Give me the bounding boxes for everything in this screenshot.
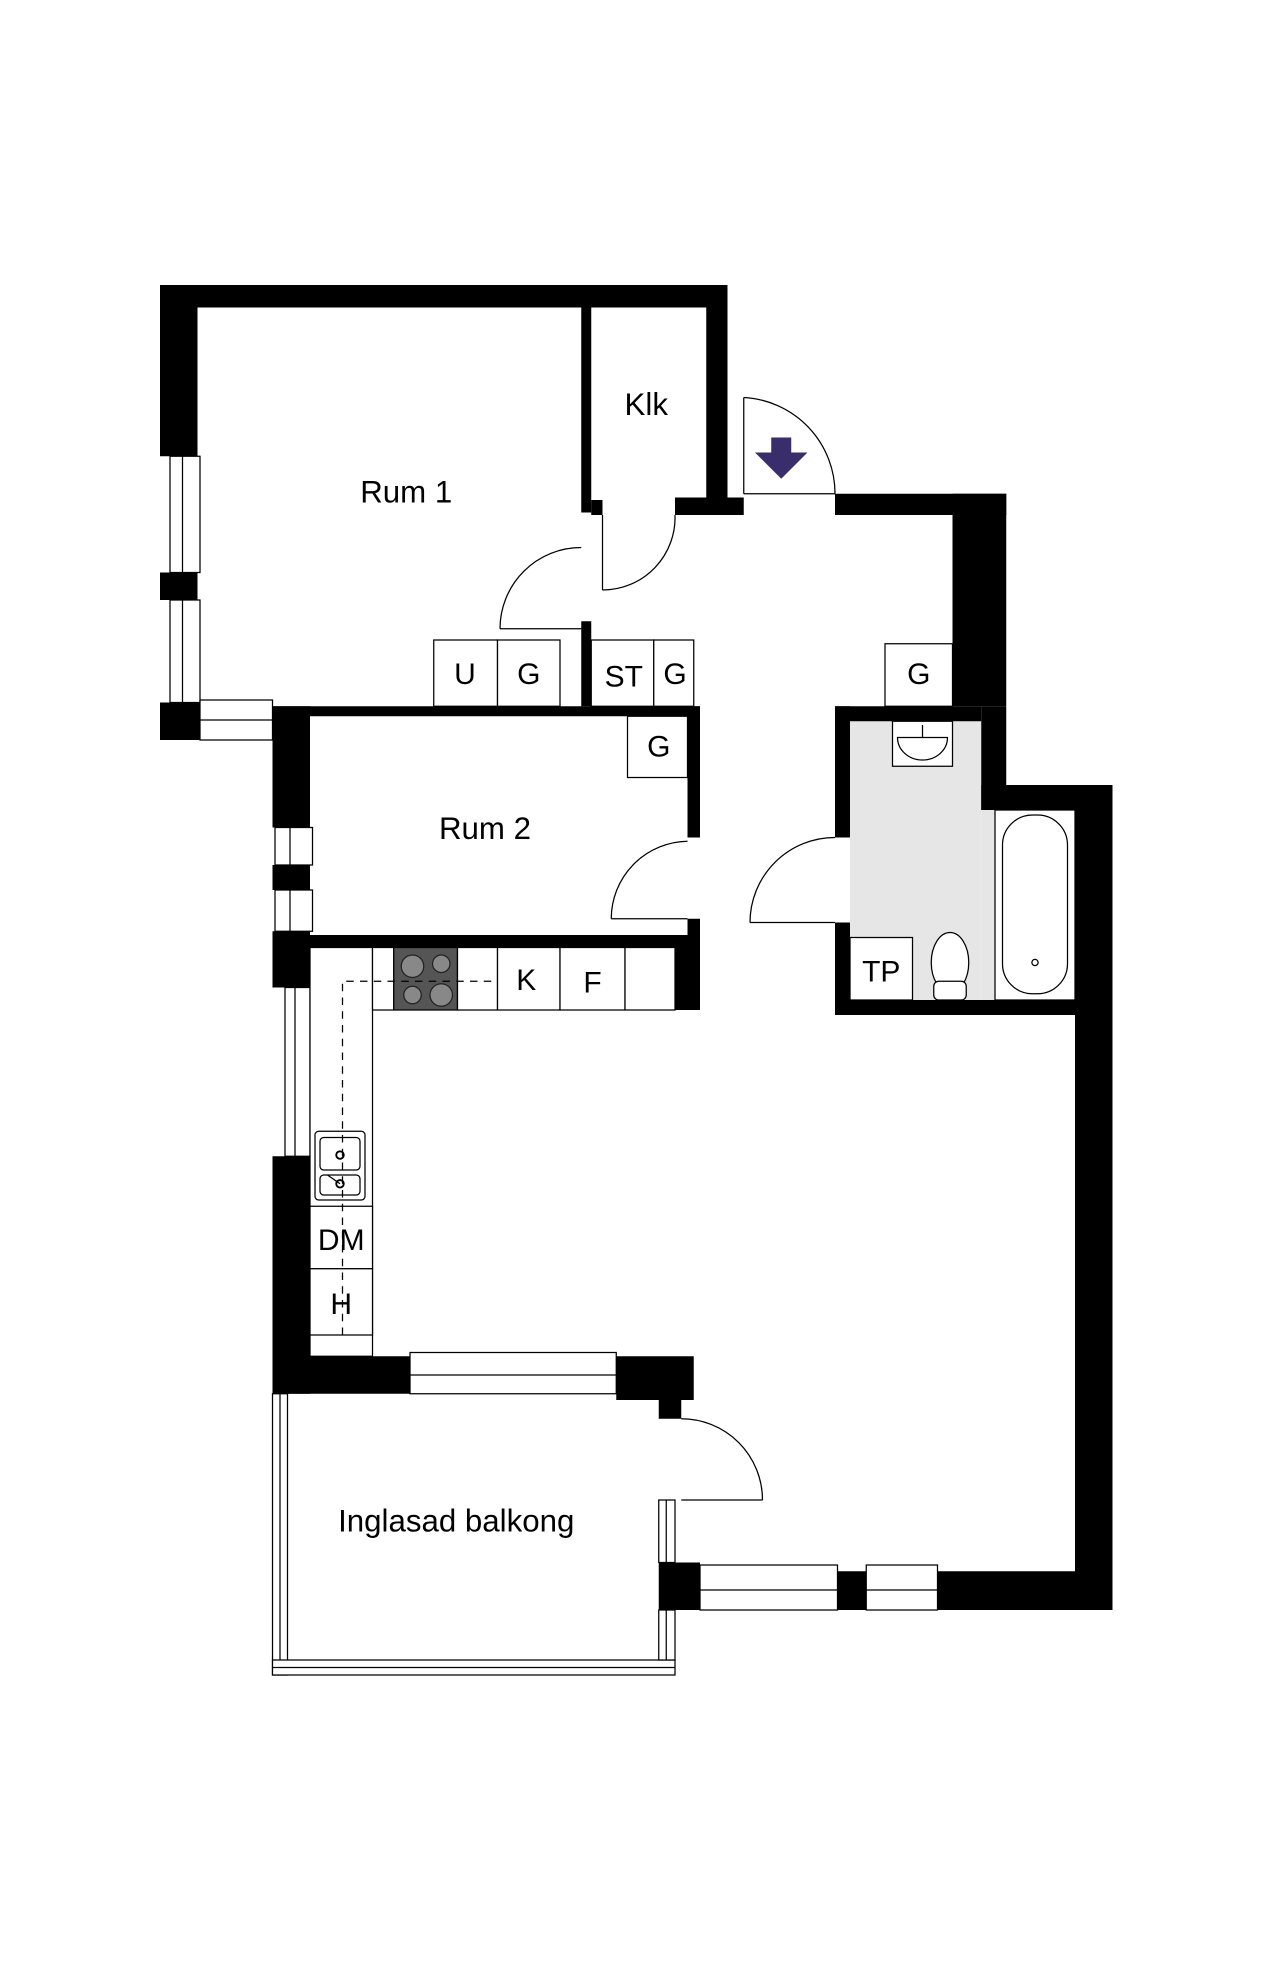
storage bbox=[433, 639, 954, 779]
bathroom-door[interactable] bbox=[749, 836, 836, 924]
windows bbox=[169, 455, 939, 1676]
fixture-label-g-rum2: G bbox=[647, 730, 670, 763]
fixture-label-g: G bbox=[517, 658, 540, 691]
kitchen bbox=[309, 946, 676, 1357]
rum1-door[interactable] bbox=[499, 546, 582, 630]
klk-door[interactable] bbox=[601, 514, 676, 591]
fixture-label-g: G bbox=[663, 658, 686, 691]
walls bbox=[160, 285, 1113, 1610]
fixture-label-dm: DM bbox=[318, 1224, 365, 1257]
doors bbox=[499, 396, 836, 1501]
balcony-door[interactable] bbox=[681, 1418, 764, 1501]
fixture-label-k: K bbox=[516, 964, 536, 997]
fixture-label-tp: TP bbox=[862, 955, 900, 988]
fixture-label-u: U bbox=[454, 658, 476, 691]
arrow-down-icon bbox=[755, 437, 808, 479]
fixture-label-f: F bbox=[583, 967, 601, 1000]
room-label-balcony: Inglasad balkong bbox=[338, 1503, 574, 1538]
fixture-label-g-hall: G bbox=[907, 658, 930, 691]
room-label-klk: Klk bbox=[625, 387, 669, 422]
entrance-door[interactable] bbox=[743, 396, 836, 495]
fixture-label-h: H bbox=[330, 1288, 352, 1321]
room-label-rum2: Rum 2 bbox=[439, 811, 531, 846]
fixture-label-st: ST bbox=[605, 660, 643, 693]
rum2-door[interactable] bbox=[610, 840, 688, 920]
room-label-rum1: Rum 1 bbox=[360, 475, 452, 510]
bathroom-fixtures bbox=[849, 720, 1076, 1001]
